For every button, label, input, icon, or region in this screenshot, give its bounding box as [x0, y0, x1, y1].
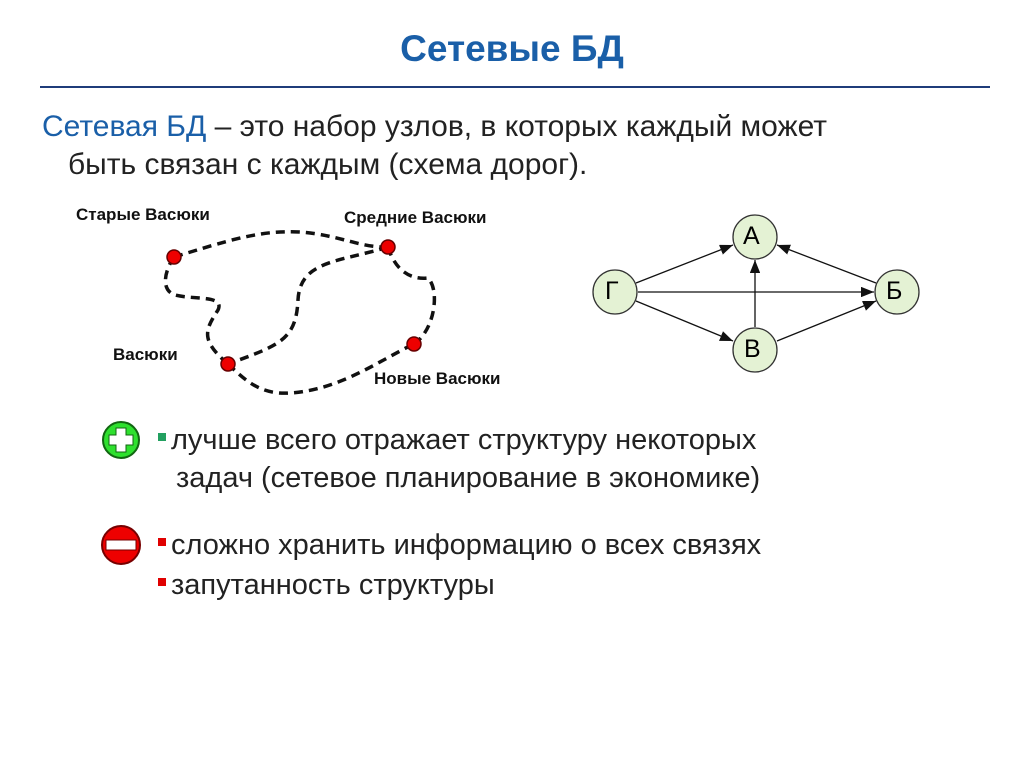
con-line1: сложно хранить информацию о всех связях [171, 529, 762, 561]
label-novye: Новые Васюки [374, 369, 501, 388]
node-v [732, 327, 778, 373]
bullet [158, 433, 166, 442]
node-a [732, 214, 778, 260]
label-vasyuki: Васюки [113, 345, 178, 364]
slide-title: Сетевые БД [400, 28, 624, 69]
definition-term: Сетевая БД [42, 110, 207, 143]
definition-line2: быть связан с каждым (схема дорог). [68, 148, 588, 181]
label-srednie: Средние Васюки [344, 208, 487, 227]
definition: Сетевая БД – это набор узлов, в которых … [42, 108, 982, 184]
town-stary [166, 249, 182, 265]
bullet [158, 578, 166, 587]
node-b-label: Б [886, 277, 903, 305]
node-g [592, 269, 638, 315]
con-item: запутанность структуры [158, 566, 495, 604]
road [173, 229, 389, 259]
title-divider [40, 86, 990, 88]
definition-text: – это набор узлов, в которых каждый може… [206, 110, 828, 143]
node-b [874, 269, 920, 315]
road [386, 246, 437, 346]
node-v-label: В [744, 335, 761, 363]
pro-line1: лучше всего отражает структуру некоторых [171, 424, 757, 456]
label-stary: Старые Васюки [76, 205, 210, 224]
road [227, 245, 389, 366]
node-g-label: Г [605, 277, 619, 305]
edge-v-b [776, 300, 877, 342]
town-srednie [380, 239, 396, 255]
pro-line2: задач (сетевое планирование в экономике) [176, 462, 761, 494]
town-vasyuki [220, 356, 236, 372]
edge-b-a [776, 244, 877, 284]
con-line2: запутанность структуры [171, 569, 495, 601]
node-a-label: А [743, 222, 760, 250]
con-item: сложно хранить информацию о всех связях [158, 526, 761, 564]
road [226, 342, 415, 395]
pro-item: лучше всего отражает структуру некоторых… [158, 421, 760, 497]
road [163, 256, 230, 366]
town-novye [406, 336, 422, 352]
bullet [158, 538, 166, 547]
edge-g-v [635, 300, 734, 342]
roads [163, 229, 437, 395]
edge-g-a [635, 244, 734, 284]
